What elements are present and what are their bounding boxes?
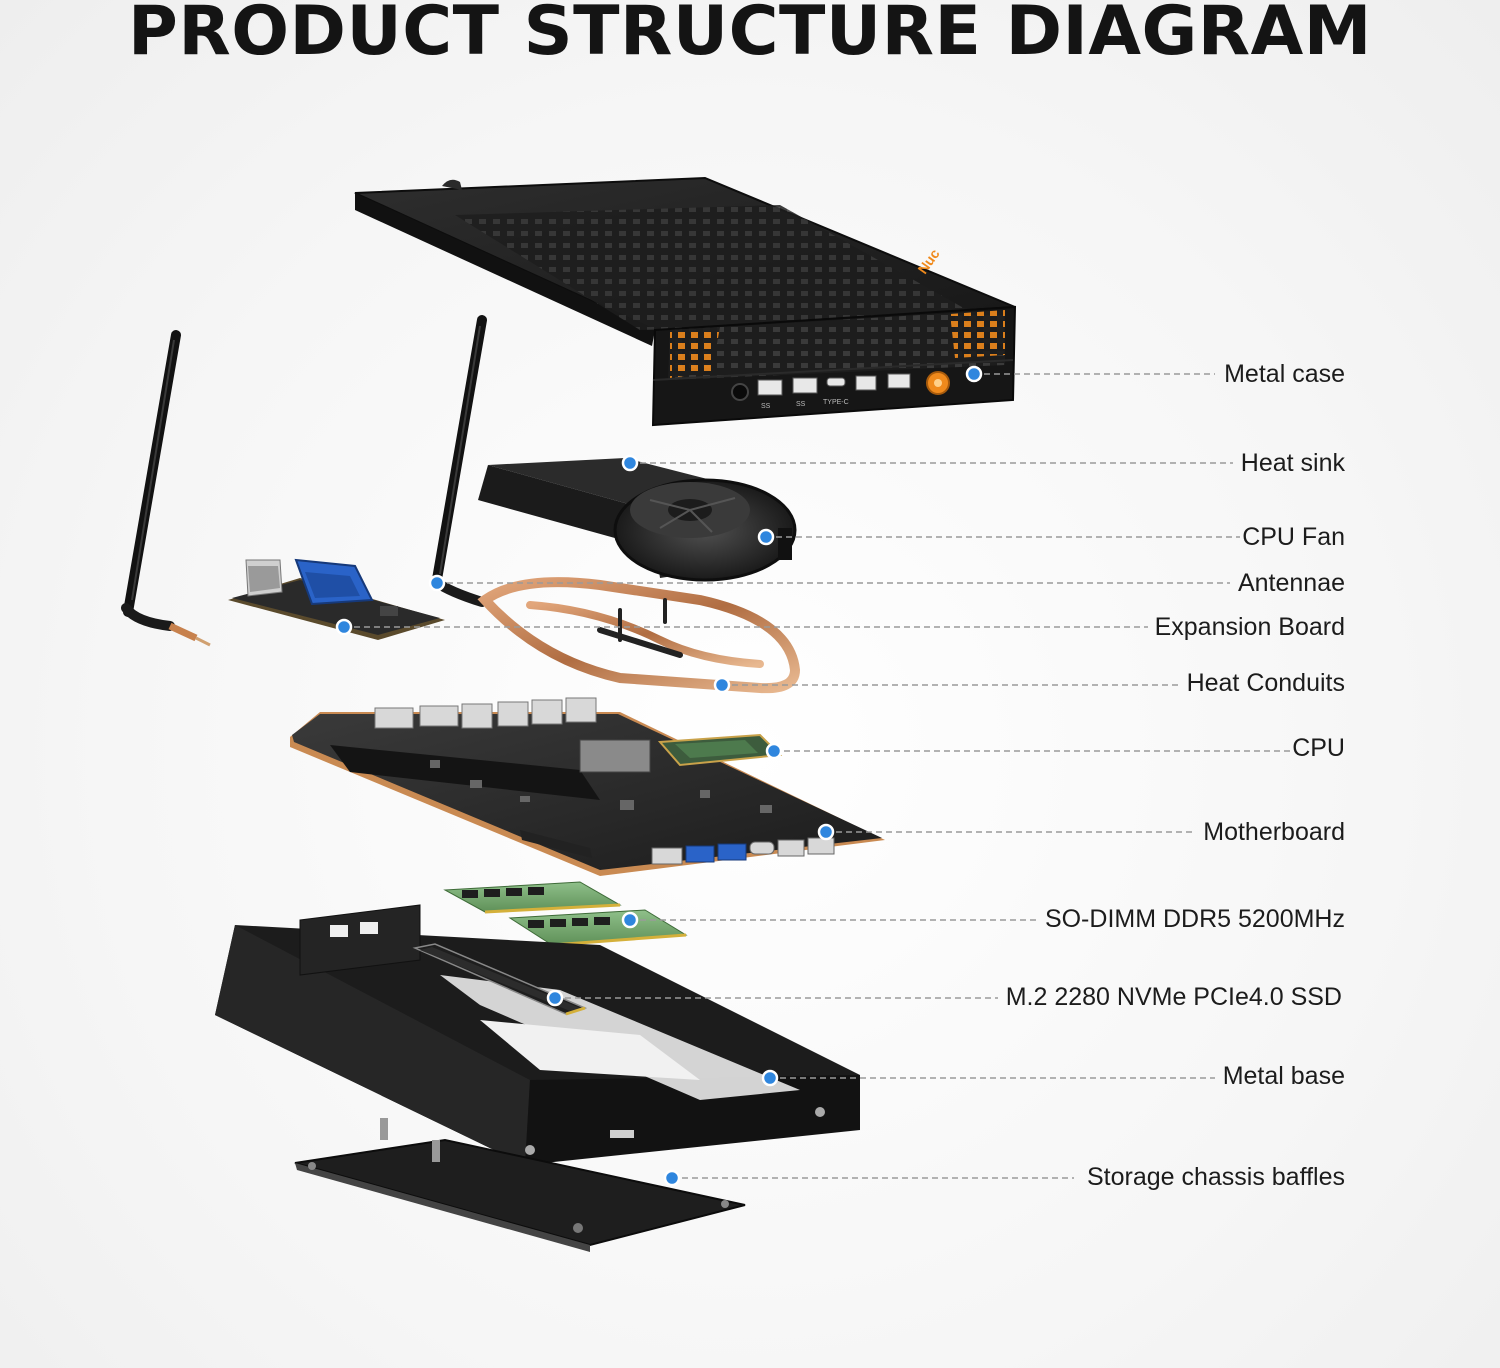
callout-dot <box>621 911 639 929</box>
port-label: SS <box>761 403 771 410</box>
callout-dot <box>761 1069 779 1087</box>
callout-label-metal-case: Metal case <box>1224 360 1345 388</box>
callout-label-cpu-fan: CPU Fan <box>1242 523 1345 551</box>
callout-dot <box>663 1169 681 1187</box>
callout-label-so-dimm: SO-DIMM DDR5 5200MHz <box>1044 905 1345 933</box>
heat-sink-fan-part <box>478 458 797 582</box>
leader-lines <box>344 373 1290 1179</box>
so-dimm-part <box>443 881 688 947</box>
callout-dot <box>817 823 835 841</box>
callout-label-m2-ssd: M.2 2280 NVMe PCIe4.0 SSD <box>1005 983 1342 1011</box>
metal-case-part: SS SS TYPE-C Nuc <box>354 176 1017 427</box>
heat-conduits-part <box>477 577 801 694</box>
callout-dot <box>335 618 353 636</box>
callout-dot <box>765 742 783 760</box>
callout-label-antennae: Antennae <box>1237 569 1345 597</box>
port-label: SS <box>796 401 806 408</box>
callout-label-heat-conduits: Heat Conduits <box>1186 669 1345 697</box>
callout-label-metal-base: Metal base <box>1222 1062 1345 1090</box>
callout-dot <box>965 365 983 383</box>
expansion-board-part <box>228 558 445 640</box>
callout-dot <box>428 574 446 592</box>
callout-label-motherboard: Motherboard <box>1203 818 1345 846</box>
left-antenna-part <box>121 330 211 647</box>
metal-base-part <box>215 904 860 1165</box>
page-title: PRODUCT STRUCTURE DIAGRAM <box>128 0 1372 71</box>
callout-dots <box>335 365 983 1187</box>
m2-ssd-part <box>412 943 588 1016</box>
callout-dot <box>546 989 564 1007</box>
callout-dot <box>621 454 639 472</box>
motherboard-part <box>290 697 885 876</box>
callout-dot <box>757 528 775 546</box>
callout-label-heat-sink: Heat sink <box>1240 449 1345 477</box>
storage-baffles-part <box>294 1118 746 1252</box>
callout-label-cpu: CPU <box>1292 734 1345 762</box>
callout-label-storage-baffles: Storage chassis baffles <box>1086 1163 1345 1191</box>
callout-label-expansion-board: Expansion Board <box>1154 613 1345 641</box>
middle-antenna-part <box>431 315 487 607</box>
callout-dot <box>713 676 731 694</box>
port-label: TYPE-C <box>823 399 849 406</box>
